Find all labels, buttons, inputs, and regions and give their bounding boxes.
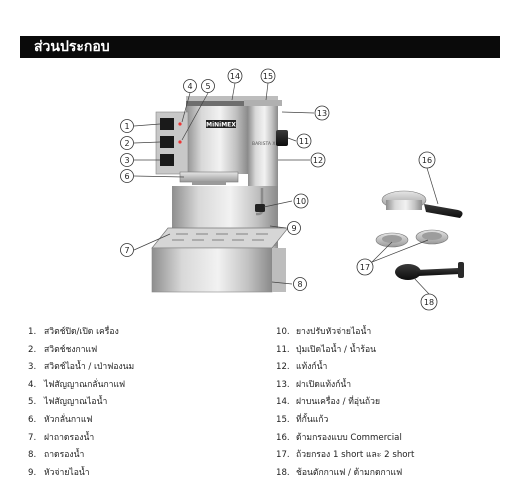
brew-light — [178, 122, 182, 126]
list-item: 17.ถ้วยกรอง 1 short และ 2 short — [276, 450, 415, 461]
callout-17: 17 — [356, 258, 374, 276]
section-title: ส่วนประกอบ — [34, 39, 110, 55]
svg-text:12: 12 — [313, 156, 323, 165]
svg-text:11: 11 — [299, 137, 309, 146]
list-item: 6.หัวกลั่นกาแฟ — [28, 414, 93, 425]
callout-15: 15 — [260, 68, 276, 84]
callout-5: 5 — [201, 79, 215, 93]
list-item: 1.สวิตช์ปิด/เปิด เครื่อง — [28, 327, 119, 337]
svg-text:9: 9 — [291, 224, 296, 233]
callout-9: 9 — [287, 221, 301, 235]
section-header: ส่วนประกอบ — [20, 36, 500, 58]
list-item: 15.ที่กั้นแก้ว — [276, 414, 329, 425]
steam-light — [178, 140, 182, 144]
svg-text:16: 16 — [422, 156, 432, 165]
callout-1: 1 — [120, 119, 134, 133]
list-item: 2.สวิตช์ชงกาแฟ — [28, 344, 98, 355]
upper-housing — [186, 106, 248, 174]
svg-text:6: 6 — [124, 172, 129, 181]
list-item: 10.ยางปรับหัวจ่ายไอน้ำ — [276, 327, 372, 337]
callout-3: 3 — [120, 153, 134, 167]
steam-switch — [160, 154, 174, 166]
svg-text:7: 7 — [124, 246, 129, 255]
svg-text:15: 15 — [263, 72, 273, 81]
portafilter-commercial — [381, 190, 463, 218]
svg-text:1: 1 — [124, 122, 129, 131]
svg-text:4: 4 — [187, 82, 192, 91]
drip-tray-grate — [172, 233, 268, 241]
callout-12: 12 — [310, 152, 326, 168]
model-label: BARISTA X — [252, 141, 275, 147]
svg-text:5: 5 — [205, 82, 210, 91]
list-item: 12.แท้งก์น้ำ — [276, 362, 328, 373]
callout-4: 4 — [183, 79, 197, 93]
callout-10: 10 — [293, 193, 309, 209]
svg-text:2: 2 — [124, 139, 129, 148]
drip-tray — [151, 247, 273, 293]
callout-2: 2 — [120, 136, 134, 150]
list-item: 3.สวิตช์ไอน้ำ / เป่าฟองนม — [28, 362, 135, 373]
svg-text:14: 14 — [230, 72, 240, 81]
list-item: 11.ปุ่มเปิดไอน้ำ / น้ำร้อน — [276, 344, 376, 355]
list-item: 7.ฝาถาดรองน้ำ — [28, 432, 95, 443]
callout-11: 11 — [296, 133, 312, 149]
parts-list-right: 10.ยางปรับหัวจ่ายไอน้ำ 11.ปุ่มเปิดไอน้ำ … — [276, 324, 508, 482]
brew-switch — [160, 136, 174, 148]
filter-baskets — [375, 229, 449, 248]
steam-wand-grip — [255, 204, 265, 212]
svg-text:17: 17 — [360, 263, 370, 272]
shower-screen — [192, 181, 226, 185]
group-head — [179, 171, 239, 183]
list-item: 13.ฝาเปิดแท้งก์น้ำ — [276, 379, 352, 390]
svg-text:10: 10 — [296, 197, 306, 206]
callout-leaders — [133, 82, 439, 295]
brand-plate — [206, 120, 236, 128]
list-item: 9.หัวจ่ายไอน้ำ — [28, 467, 90, 478]
svg-text:8: 8 — [297, 280, 302, 289]
steam-knob — [276, 130, 288, 146]
svg-text:3: 3 — [124, 156, 129, 165]
list-item: 18.ช้อนตักกาแฟ / ด้ามกดกาแฟ — [276, 467, 403, 478]
parts-list-left: 1.สวิตช์ปิด/เปิด เครื่อง 2.สวิตช์ชงกาแฟ … — [28, 324, 258, 482]
callout-markers: 1 2 3 4 5 6 7 8 9 10 11 12 13 14 15 16 1… — [120, 68, 438, 311]
callout-6: 6 — [120, 169, 134, 183]
drip-tray-cover — [151, 227, 289, 249]
list-item: 16.ด้ามกรองแบบ Commercial — [276, 432, 402, 443]
svg-text:13: 13 — [317, 109, 327, 118]
list-item: 8.ถาดรองน้ำ — [28, 450, 85, 461]
list-item: 5.ไฟสัญญาณไอน้ำ — [28, 397, 108, 408]
tank-lid — [244, 100, 282, 106]
cup-warmer-top — [186, 100, 278, 106]
callout-7: 7 — [120, 243, 134, 257]
parts-diagram: MiNiMEX BARISTA X — [120, 68, 464, 311]
scoop-tamper — [395, 262, 464, 280]
list-item: 14.ฝาบนเครื่อง / ที่อุ่นถ้วย — [276, 397, 380, 408]
espresso-machine: MiNiMEX BARISTA X — [151, 96, 289, 293]
callout-8: 8 — [293, 277, 307, 291]
callout-13: 13 — [314, 105, 330, 121]
power-switch — [160, 118, 174, 130]
svg-text:18: 18 — [424, 298, 434, 307]
callout-16: 16 — [418, 151, 436, 169]
callout-14: 14 — [227, 68, 243, 84]
brand-logo: MiNiMEX — [206, 122, 236, 129]
base-side — [272, 248, 286, 292]
callout-18: 18 — [420, 293, 438, 311]
list-item: 4.ไฟสัญญาณกลั่นกาแฟ — [28, 379, 126, 390]
